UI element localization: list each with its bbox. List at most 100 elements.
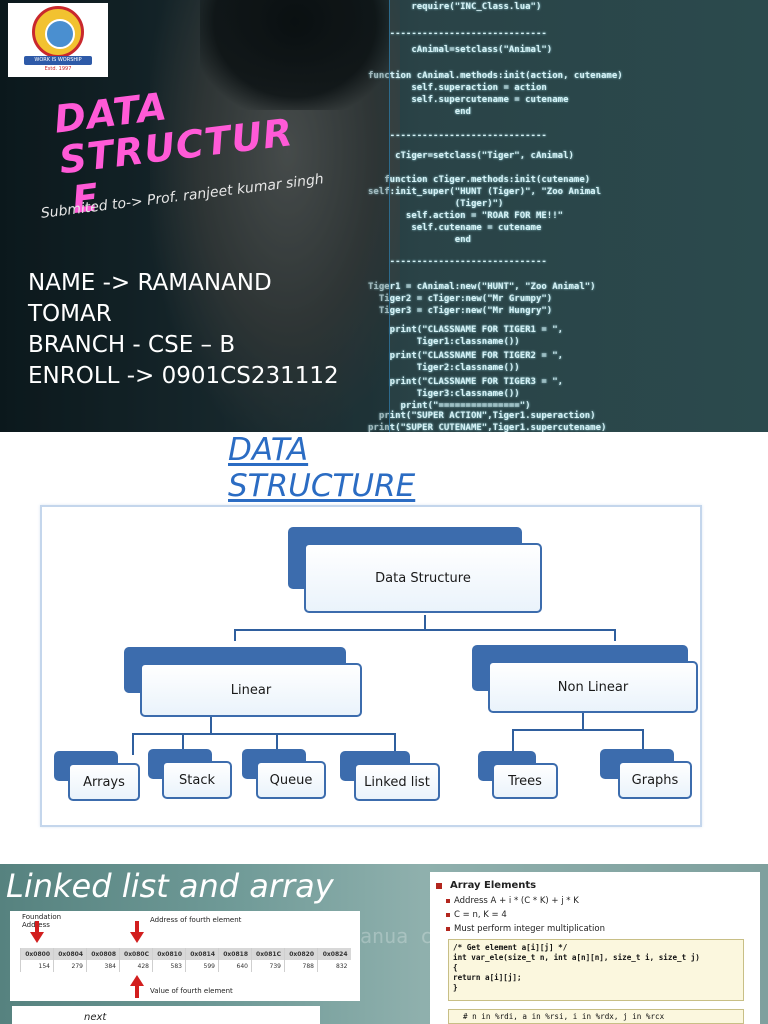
value-cell: 640 <box>218 960 252 972</box>
node-graphs: Graphs <box>618 761 692 799</box>
data-structure-slide: DATA STRUCTURE Data Structure Linear Non… <box>0 432 768 864</box>
array-memory-figure: Foundation Address Address of fourth ele… <box>10 911 360 1001</box>
title-line: STRUCTURE <box>228 468 416 504</box>
code-line: Tiger3 = cTiger:new("Mr Hungry") <box>368 306 553 316</box>
c-code-block: /* Get element a[i][j] */ int var_ele(si… <box>448 939 744 1001</box>
connector-line <box>512 729 514 753</box>
code-line: self.supercutename = cutename <box>368 95 569 105</box>
connector-line <box>132 733 394 735</box>
node-linear: Linear <box>140 663 362 717</box>
title-line: DATA <box>228 432 309 468</box>
code-line: ----------------------------- <box>368 29 547 39</box>
institute-logo: WORK IS WORSHIP Estd. 1997 <box>8 3 108 77</box>
code-line: end <box>368 107 471 117</box>
slide-title: Linked list and array <box>6 867 334 905</box>
connector-line <box>210 717 212 735</box>
code-line: print("CLASSNAME FOR TIGER1 = ", <box>368 325 564 335</box>
memory-table: 0x0800 0x0804 0x0808 0x080C 0x0810 0x081… <box>20 948 351 972</box>
bullet-item: C = n, K = 4 <box>446 910 507 920</box>
info-line: NAME -> RAMANAND <box>28 270 272 296</box>
value-cell: 154 <box>20 960 54 972</box>
connector-line <box>614 629 616 641</box>
code-line: print("SUPER CUTENAME",Tiger1.supercuten… <box>368 423 607 432</box>
code-line: } <box>453 983 458 992</box>
logo-est-year: Estd. 1997 <box>44 66 72 72</box>
address-cell: 0x0824 <box>317 948 351 960</box>
code-line: { <box>453 963 458 972</box>
code-line: Tiger1 = cAnimal:new("HUNT", "Zoo Animal… <box>368 282 596 292</box>
code-line: function cTiger.methods:init(cutename) <box>368 175 591 185</box>
connector-line <box>642 729 644 753</box>
code-line: print("CLASSNAME FOR TIGER2 = ", <box>368 351 564 361</box>
value-cell: 739 <box>251 960 285 972</box>
code-line: cTiger=setclass("Tiger", cAnimal) <box>368 151 574 161</box>
title-slide: require("INC_Class.lua") ---------------… <box>0 0 768 432</box>
node-trees: Trees <box>492 763 558 799</box>
student-info: NAME -> RAMANAND TOMAR BRANCH - CSE – B … <box>28 268 339 392</box>
next-pointer-label: next <box>84 1012 107 1023</box>
label-line: Address <box>22 921 50 929</box>
code-line: self.cutename = cutename <box>368 223 542 233</box>
node-arrays: Arrays <box>68 763 140 801</box>
code-line: return a[i][j]; <box>453 973 522 982</box>
code-line: cAnimal=setclass("Animal") <box>368 45 553 55</box>
value-cell: 384 <box>86 960 120 972</box>
code-line: Tiger2 = cTiger:new("Mr Grumpy") <box>368 294 553 304</box>
fourth-value-label: Value of fourth element <box>150 987 233 995</box>
linked-list-figure <box>12 1006 320 1024</box>
code-line: self.action = "ROAR FOR ME!!" <box>368 211 564 221</box>
value-cell: 583 <box>152 960 186 972</box>
background-portrait-hair <box>200 0 390 110</box>
bullet-item: Must perform integer multiplication <box>446 924 605 934</box>
address-cell: 0x0800 <box>20 948 54 960</box>
node-linked-list: Linked list <box>354 763 440 801</box>
info-line: TOMAR <box>28 301 112 327</box>
value-cell: 599 <box>185 960 219 972</box>
address-cell: 0x0810 <box>152 948 186 960</box>
node-non-linear: Non Linear <box>488 661 698 713</box>
address-cell: 0x0814 <box>185 948 219 960</box>
slide-title[interactable]: DATA STRUCTURE <box>228 432 415 504</box>
background-code-listing: require("INC_Class.lua") ---------------… <box>360 0 768 432</box>
code-line: function cAnimal.methods:init(action, cu… <box>368 71 623 81</box>
code-line: print("CLASSNAME FOR TIGER3 = ", <box>368 377 564 387</box>
code-line: (Tiger)") <box>368 199 504 209</box>
code-line: self.superaction = action <box>368 83 547 93</box>
code-line: ----------------------------- <box>368 257 547 267</box>
node-data-structure: Data Structure <box>304 543 542 613</box>
code-line: int var_ele(size_t n, int a[n][n], size_… <box>453 953 700 962</box>
info-line: ENROLL -> 0901CS231112 <box>28 363 339 389</box>
bullet-square-icon <box>436 883 442 889</box>
value-cell: 788 <box>284 960 318 972</box>
linked-list-array-slide: anua curren Linked list and array Founda… <box>0 864 768 1024</box>
node-queue: Queue <box>256 761 326 799</box>
code-line: ----------------------------- <box>368 131 547 141</box>
value-cell: 428 <box>119 960 153 972</box>
address-cell: 0x0818 <box>218 948 252 960</box>
info-line: BRANCH - CSE – B <box>28 332 236 358</box>
arrow-down-icon <box>130 921 144 943</box>
address-cell: 0x0808 <box>86 948 120 960</box>
connector-line <box>424 615 426 631</box>
connector-line <box>512 729 644 731</box>
connector-line <box>394 733 396 755</box>
connector-line <box>582 713 584 731</box>
arrow-up-icon <box>130 975 144 998</box>
connector-line <box>182 733 184 755</box>
node-stack: Stack <box>162 761 232 799</box>
logo-emblem-icon <box>32 6 84 58</box>
code-line: /* Get element a[i][j] */ <box>453 943 568 952</box>
bullet-item: Address A + i * (C * K) + j * K <box>446 896 579 906</box>
code-line: Tiger2:classname()) <box>368 363 520 373</box>
code-line: end <box>368 235 471 245</box>
code-line: print("===============") <box>368 401 531 411</box>
value-cell: 279 <box>53 960 87 972</box>
label-line: Foundation <box>22 913 62 921</box>
value-row: 154 279 384 428 583 599 640 739 788 832 <box>20 960 351 972</box>
connector-line <box>132 733 134 755</box>
address-cell: 0x081C <box>251 948 285 960</box>
code-line: print("SUPER ACTION",Tiger1.superaction) <box>368 411 596 421</box>
connector-line <box>276 733 278 755</box>
logo-ribbon: WORK IS WORSHIP <box>24 56 92 65</box>
address-cell: 0x0804 <box>53 948 87 960</box>
